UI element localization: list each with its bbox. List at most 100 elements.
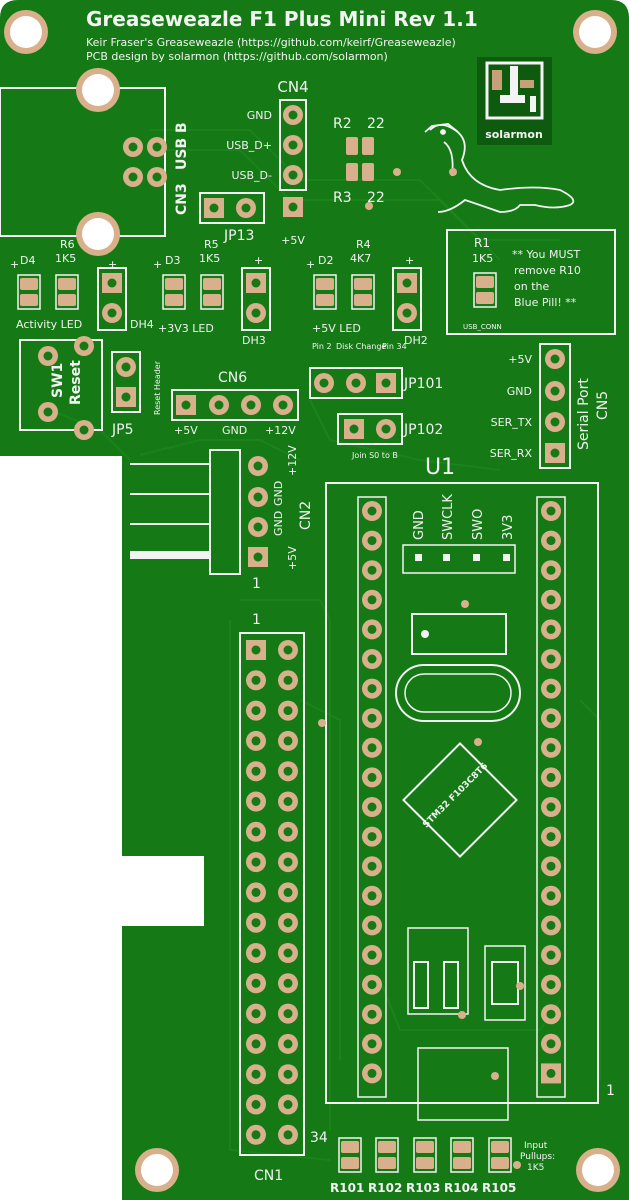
svg-text:+: + [306,258,315,271]
blue-pill-u1: U1 GND SWCLK SWO 3V3 STM32 F103C8T6 1 [325,455,615,1121]
u1-right-pin [541,589,561,610]
svg-text:GND: GND [272,481,285,506]
svg-text:JP102: JP102 [403,422,443,438]
logo-text: solarmon [485,128,543,141]
u1-right-pin [541,856,561,877]
vias [318,168,524,1169]
cn1-pin-even [278,821,298,842]
connector-cn5-serial: +5V GND SER_TX SER_RX Serial Port CN5 [490,343,611,469]
svg-text:** You MUST: ** You MUST [512,248,580,261]
resistor-r6: R6 1K5 [55,238,79,310]
svg-text:R4: R4 [356,238,371,251]
svg-text:U1: U1 [425,455,455,480]
u1-left-pin [362,945,382,965]
svg-text:Pullups:: Pullups: [520,1152,555,1162]
svg-text:CN5: CN5 [595,391,611,420]
credit-line-1: Keir Fraser's Greaseweazle (https://gith… [86,36,456,49]
svg-text:1K5: 1K5 [472,252,493,265]
svg-text:GND: GND [272,511,285,536]
cn1-pin-odd [246,640,266,660]
u1-left-pin [362,915,382,936]
svg-text:SER_TX: SER_TX [491,416,533,429]
u1-left-pin [362,501,382,521]
svg-text:CN6: CN6 [218,370,247,386]
svg-text:1: 1 [252,576,261,592]
led-d3: + D3 +3V3 LED [153,254,214,335]
cn1-pin-even [278,791,298,812]
usb-label-b: USB B [174,122,190,170]
u1-left-pin [362,885,382,906]
cn4-title: CN4 [277,78,308,96]
u1-left-pin [362,974,382,995]
u1-right-pin [541,1033,561,1054]
led-header-dh4: + DH4 [97,258,154,331]
mount-hole-br [576,1148,620,1192]
cn4-pin-usbdm: USB_D- [231,169,272,182]
svg-text:R3: R3 [333,190,352,206]
u1-right-pin [541,649,561,669]
svg-text:Activity LED: Activity LED [16,318,82,331]
svg-text:DH2: DH2 [404,334,428,347]
cn1-pin-even [278,730,298,751]
svg-text:1K5: 1K5 [199,252,220,265]
cn1-pin-odd [246,700,266,721]
svg-text:Disk Change: Disk Change [336,342,386,351]
cn1-pin-odd [246,791,266,812]
u1-left-pin [362,797,382,817]
cn1-pin-even [278,1094,298,1115]
svg-text:SWCLK: SWCLK [441,494,456,540]
u1-left-pin [362,678,382,699]
led-d4: + D4 Activity LED [10,254,82,331]
cn1-pin-even [278,1003,298,1024]
cn1-pin-even [278,912,298,933]
svg-text:+5V: +5V [174,424,198,437]
resistor-r4: R4 4K7 [350,238,375,310]
u1-left-pin [362,708,382,729]
svg-text:GND: GND [412,510,427,540]
svg-text:R104: R104 [444,1181,478,1195]
svg-text:R101: R101 [330,1181,364,1195]
mount-hole-tl [4,10,48,54]
cn1-pin-even [278,670,298,691]
usb-label-cn3: CN3 [174,183,190,215]
u1-right-pin [541,974,561,995]
cn1-pin-odd [246,1124,266,1145]
svg-text:R6: R6 [60,238,75,251]
cn1-pin-odd [246,1094,266,1115]
svg-text:34: 34 [310,1130,328,1146]
connector-cn6: CN6 +5V GND +12V [171,370,299,437]
cn1-pin-odd [246,912,266,933]
led-header-dh2: + DH2 [392,254,428,347]
svg-text:+: + [153,258,162,271]
resistor-r2: R2 22 [333,116,385,155]
cn1-pin-even [278,700,298,721]
svg-text:Serial Port: Serial Port [576,378,592,450]
u1-left-pin [362,1033,382,1054]
svg-text:R1: R1 [474,236,490,250]
reset-switch-sw1[interactable]: Reset SW1 [19,336,103,440]
usb-connector-cn3: USB B CN3 [0,68,190,256]
board-title: Greaseweazle F1 Plus Mini Rev 1.1 [86,7,478,31]
u1-left-pin [362,589,382,610]
u1-right-pin [541,885,561,906]
connector-cn2: +12V GND GND +5V CN2 1 [130,445,314,592]
svg-text:Join S0 to B: Join S0 to B [351,451,398,460]
svg-text:+5V LED: +5V LED [312,322,361,335]
svg-text:R105: R105 [482,1181,516,1195]
svg-text:3V3: 3V3 [501,515,516,540]
cn1-pin-odd [246,852,266,873]
cn1-pin-odd [246,670,266,691]
u1-right-pin [541,767,561,788]
u1-left-pin [362,767,382,788]
svg-text:remove R10: remove R10 [514,264,581,277]
u1-right-pin [541,826,561,847]
pullup-resistors: Input Pullups: 1K5 R101 R102 R103 R104 R… [330,1137,555,1195]
svg-text:+: + [254,254,263,267]
svg-text:on the: on the [514,280,549,293]
u1-left-pin [362,737,382,758]
jumper-jp5: JP5 Reset Header [111,351,162,438]
u1-right-pin [541,797,561,817]
cn1-pin-even [278,943,298,963]
jumper-jp102: JP102 Join S0 to B [337,413,443,460]
u1-left-pin [362,826,382,847]
